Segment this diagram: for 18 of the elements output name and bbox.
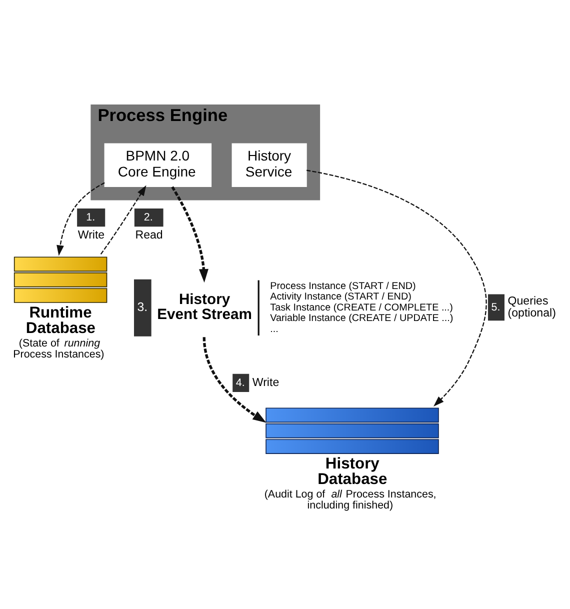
edge-label: 1. Write xyxy=(78,210,105,241)
edge-label: 4. Write xyxy=(236,376,280,389)
node-label: Process Instance (START / END) xyxy=(270,280,416,292)
node-box: History Service xyxy=(232,142,307,186)
node-label: (State of running Process Instances) xyxy=(13,337,104,360)
node-label: Activity Instance (START / END) xyxy=(270,291,412,302)
node-label: Runtime Database xyxy=(26,304,96,337)
arrow xyxy=(171,186,208,282)
node-label: History Database xyxy=(318,455,388,488)
node-label: Task Instance (CREATE / COMPLETE ...) xyxy=(270,302,453,313)
node-label: (Audit Log of all Process Instances, including finished) xyxy=(264,488,436,511)
node-label: ... xyxy=(270,323,278,334)
node-label: Variable Instance (CREATE / UPDATE ...) xyxy=(270,312,454,324)
edge-label: 2. Read xyxy=(135,210,163,241)
arrow xyxy=(56,182,105,256)
node-box: BPMN 2.0 Core Engine xyxy=(104,142,212,186)
arrow xyxy=(100,184,146,254)
arrow xyxy=(202,336,266,422)
